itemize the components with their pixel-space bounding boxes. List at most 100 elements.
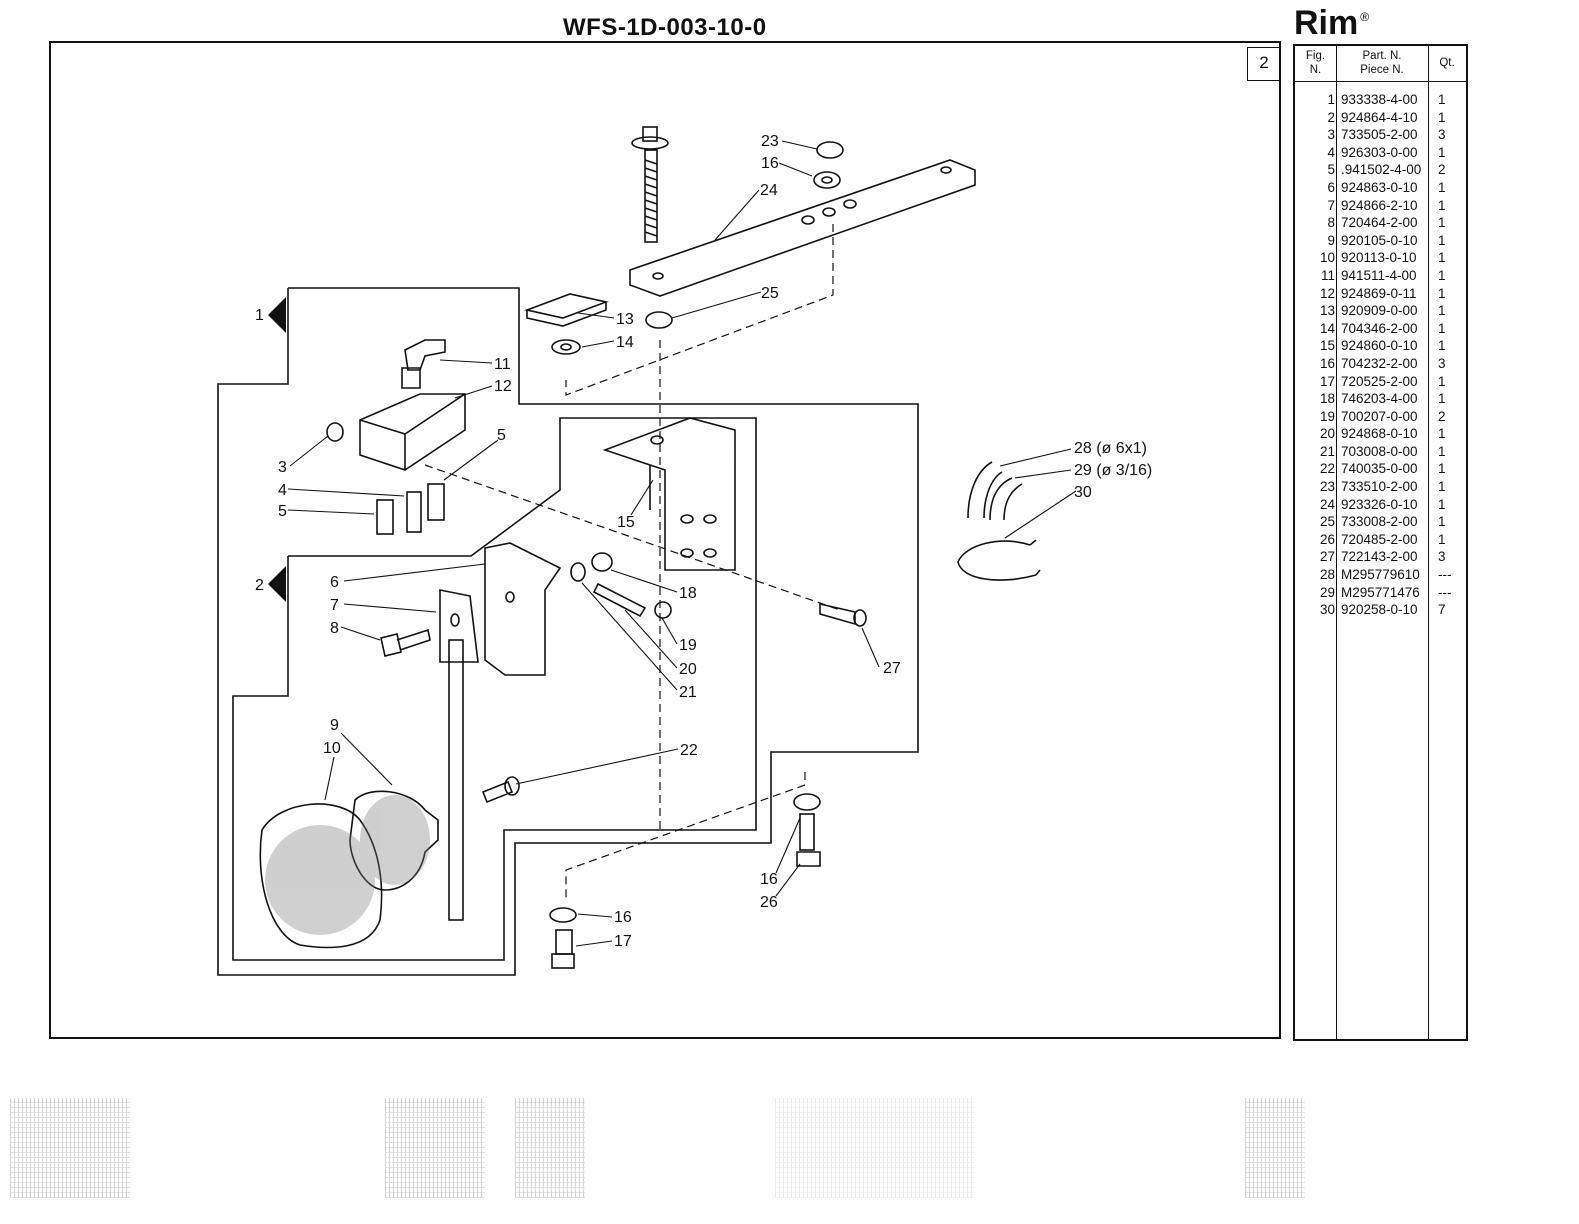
cell-fig: 2 [1327, 109, 1335, 125]
callout-29: 29 (ø 3/16) [1074, 462, 1152, 479]
cell-fig: 10 [1319, 250, 1335, 266]
group-2-outline [232, 417, 757, 961]
section-marker-1-arrow [268, 297, 286, 333]
cell-part: 704346-2-00 [1341, 320, 1418, 336]
section-marker-2-arrow [268, 566, 286, 602]
cell-qty: 1 [1438, 426, 1446, 442]
cell-qty: 1 [1438, 267, 1446, 283]
cell-fig: 15 [1319, 338, 1335, 354]
cell-qty: 1 [1438, 285, 1446, 301]
cell-fig: 23 [1319, 479, 1335, 495]
part-nut-25 [645, 311, 673, 329]
part-arm-24 [629, 159, 976, 297]
cell-fig: 16 [1319, 355, 1335, 371]
cell-fig: 18 [1319, 391, 1335, 407]
callout-16-bottom: 16 [614, 909, 632, 926]
part-washer-16 [813, 171, 841, 189]
callout-14: 14 [616, 334, 634, 351]
part-nut-18 [591, 552, 613, 572]
cell-fig: 27 [1319, 549, 1335, 565]
cell-qty: 1 [1438, 443, 1446, 459]
callout-28: 28 (ø 6x1) [1074, 440, 1147, 457]
cell-qty: 1 [1438, 92, 1446, 107]
cell-qty: 2 [1438, 162, 1446, 178]
cell-qty: 1 [1438, 531, 1446, 547]
cell-part: 720485-2-00 [1341, 531, 1418, 547]
cell-part: 720464-2-00 [1341, 215, 1418, 231]
part-plate-6 [484, 542, 562, 676]
section-marker-1: 1 [255, 307, 264, 324]
callout-13: 13 [616, 311, 634, 328]
cell-fig: 26 [1319, 531, 1335, 547]
callout-16-right: 16 [760, 871, 778, 888]
header-qty: Qt. [1439, 57, 1455, 69]
callout-30: 30 [1074, 484, 1092, 501]
part-plate-7 [439, 589, 479, 663]
callout-19: 19 [679, 637, 697, 654]
brand-name: Rim [1294, 4, 1359, 42]
part-plate-13 [524, 293, 609, 327]
cell-fig: 6 [1327, 179, 1335, 195]
callout-3: 3 [278, 459, 287, 476]
part-nut-19 [654, 601, 672, 619]
cell-part: 733505-2-00 [1341, 127, 1418, 143]
cell-part: .941502-4-00 [1341, 162, 1422, 178]
part-knob-10 [259, 803, 383, 949]
part-block-12 [359, 393, 466, 471]
scan-noise [775, 1098, 975, 1198]
part-bracket-15 [602, 417, 736, 571]
cell-part: 920258-0-10 [1341, 602, 1418, 618]
cell-part: M295771476 [1341, 584, 1420, 600]
callout-20: 20 [679, 661, 697, 678]
cell-qty: 1 [1438, 391, 1446, 407]
cell-part: 740035-0-00 [1341, 461, 1418, 477]
scan-noise [1245, 1098, 1305, 1198]
callout-5-right: 5 [497, 427, 506, 444]
cell-qty: 2 [1438, 408, 1446, 424]
col-divider [1428, 46, 1429, 1039]
scan-noise [515, 1098, 585, 1198]
cell-fig: 4 [1327, 144, 1335, 160]
cell-qty: 1 [1438, 338, 1446, 354]
document-title: WFS-1D-003-10-0 [563, 14, 767, 41]
part-bolt-17 [555, 929, 573, 955]
cell-qty: 1 [1438, 461, 1446, 477]
table-row: 21 703008-0-00 1 [1295, 443, 1466, 461]
cell-qty: 1 [1438, 479, 1446, 495]
cell-fig: 25 [1319, 514, 1335, 530]
scan-noise [385, 1098, 485, 1198]
cell-part: 703008-0-00 [1341, 443, 1418, 459]
cell-fig: 14 [1319, 320, 1335, 336]
cell-part: 920113-0-10 [1341, 250, 1417, 266]
part-bolt-26 [796, 851, 821, 867]
cell-part: 746203-4-00 [1341, 391, 1418, 407]
cell-qty: 3 [1438, 127, 1446, 143]
cell-part: 700207-0-00 [1341, 408, 1418, 424]
callout-22: 22 [680, 742, 698, 759]
header-divider [1295, 81, 1466, 82]
part-knob-9 [349, 790, 439, 891]
cell-fig: 21 [1319, 443, 1335, 459]
cell-fig: 20 [1319, 426, 1335, 442]
callout-18: 18 [679, 585, 697, 602]
cell-fig: 3 [1327, 127, 1335, 143]
cell-qty: 1 [1438, 179, 1446, 195]
callout-9: 9 [330, 717, 339, 734]
